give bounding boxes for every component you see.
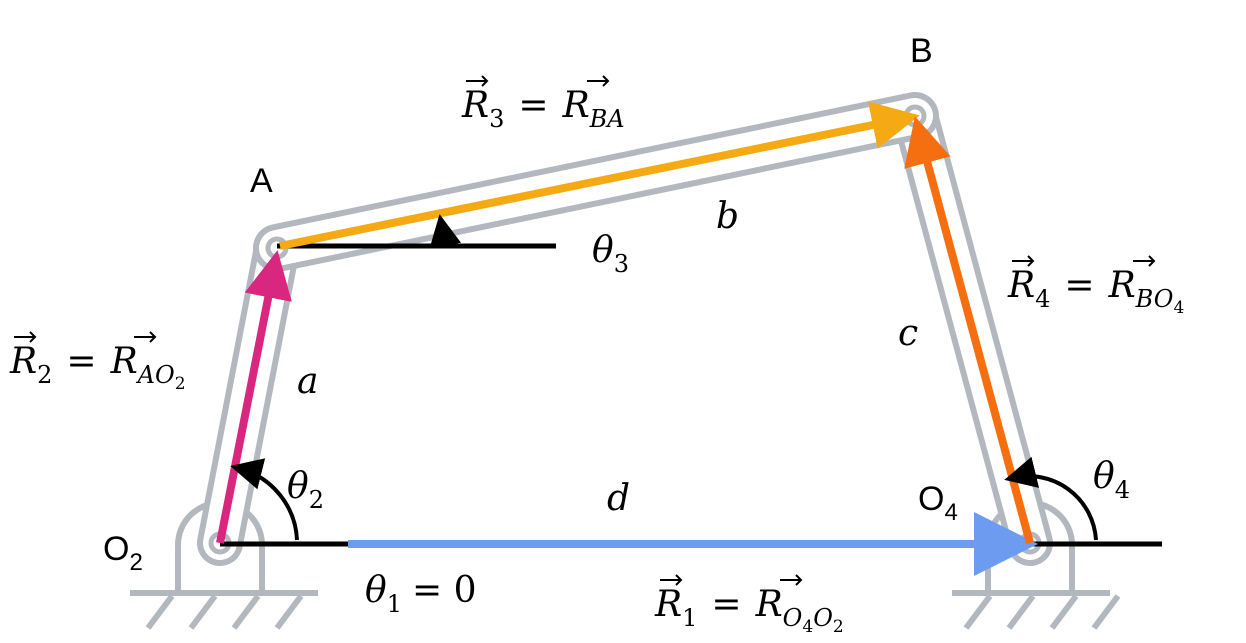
vector-r3 <box>279 101 920 250</box>
svg-text:R2=RAO2: R2=RAO2 <box>9 341 186 394</box>
angle-arc-theta2 <box>230 458 299 541</box>
label-theta1: θ1= 0 <box>365 570 476 618</box>
label-theta4: θ4 <box>1093 456 1130 504</box>
svg-text:R1=RO4O2: R1=RO4O2 <box>654 584 844 637</box>
label-theta3: θ3 <box>592 230 629 278</box>
label-a: A <box>250 162 273 200</box>
label-r3-equation: R3=RBA <box>461 75 625 133</box>
label-r1-equation: R1=RO4O2 <box>654 574 844 637</box>
vector-r2 <box>216 250 292 544</box>
label-r4-equation: R4=RBO4 <box>1007 255 1184 318</box>
svg-text:R4=RBO4: R4=RBO4 <box>1007 265 1184 318</box>
label-theta2: θ2 <box>287 466 324 514</box>
svg-text:R3=RBA: R3=RBA <box>461 85 625 133</box>
label-r2-equation: R2=RAO2 <box>9 331 186 394</box>
label-link-c: c <box>898 313 918 354</box>
label-link-b: b <box>716 196 739 237</box>
label-o4: O4 <box>918 480 958 526</box>
label-b: B <box>910 32 933 70</box>
label-link-a: a <box>297 361 318 402</box>
angle-arc-theta3 <box>429 214 462 249</box>
label-link-d: d <box>607 478 630 519</box>
label-o2: O2 <box>103 530 143 576</box>
angle-arc-theta4 <box>1004 456 1098 541</box>
